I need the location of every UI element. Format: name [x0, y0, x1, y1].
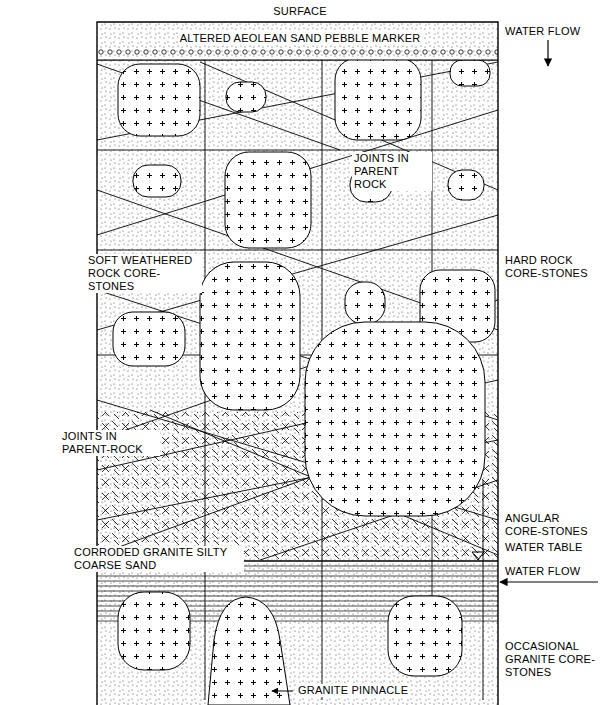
profile-label: GRANITE PINNACLE [296, 684, 410, 697]
profile-label: CORRODED GRANITE SILTY COARSE SAND [72, 546, 244, 572]
profile-label: ALTERED AEOLEAN SAND PEBBLE MARKER [178, 32, 423, 45]
profile-label: SOFT WEATHERED ROCK CORE-STONES [86, 254, 202, 293]
profile-label: WATER TABLE [503, 541, 585, 554]
profile-body [97, 22, 498, 705]
core-stones [113, 58, 495, 705]
profile-label: WATER FLOW [503, 565, 582, 578]
profile-label: OCCASIONAL GRANITE CORE-STONES [503, 640, 598, 679]
profile-label: ANGULAR CORE-STONES [503, 512, 598, 538]
profile-label: JOINTS IN PARENT-ROCK [60, 430, 160, 456]
leader-line [272, 691, 293, 692]
flow-arrow [547, 40, 548, 66]
flow-arrow [500, 581, 598, 582]
profile-border [97, 22, 498, 705]
profile-label: JOINTS IN PARENT ROCK [352, 152, 432, 191]
profile-label: WATER FLOW [503, 25, 582, 38]
profile-label: SURFACE [271, 5, 328, 18]
profile-label: HARD ROCK CORE-STONES [503, 254, 598, 280]
granite-pinnacle [208, 597, 290, 705]
joint-lines [97, 60, 498, 700]
